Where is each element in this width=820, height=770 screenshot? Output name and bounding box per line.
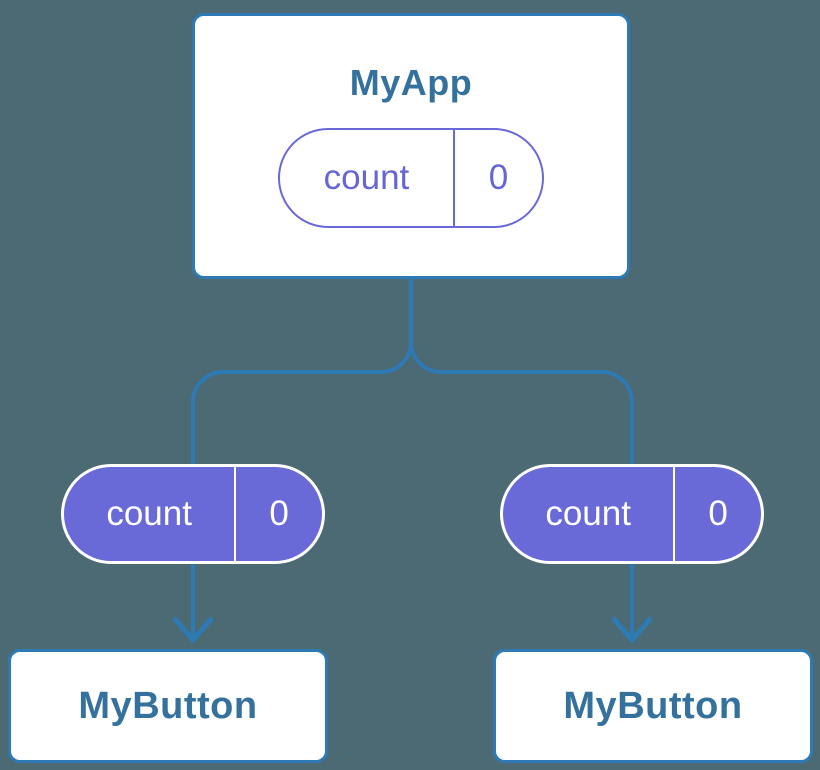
prop-pill-left: count 0 xyxy=(61,464,325,564)
component-title-mybutton: MyButton xyxy=(563,684,743,727)
component-card-mybutton-left: MyButton xyxy=(8,649,328,763)
arrowhead-left-icon xyxy=(172,616,214,644)
connector-right-branch xyxy=(409,279,634,637)
prop-label: count xyxy=(106,494,192,533)
state-pill-myapp: count 0 xyxy=(278,128,544,228)
prop-value: 0 xyxy=(673,467,761,561)
component-card-myapp: MyApp count 0 xyxy=(192,13,630,279)
arrowhead-right-icon xyxy=(611,616,653,644)
component-card-mybutton-right: MyButton xyxy=(493,649,813,763)
prop-value: 0 xyxy=(234,467,322,561)
prop-label: count xyxy=(545,494,631,533)
state-value: 0 xyxy=(452,130,542,226)
state-label: count xyxy=(323,158,410,197)
component-title-mybutton: MyButton xyxy=(78,684,258,727)
prop-pill-right: count 0 xyxy=(500,464,764,564)
connector-left-branch xyxy=(191,279,413,637)
component-title-myapp: MyApp xyxy=(349,62,473,103)
